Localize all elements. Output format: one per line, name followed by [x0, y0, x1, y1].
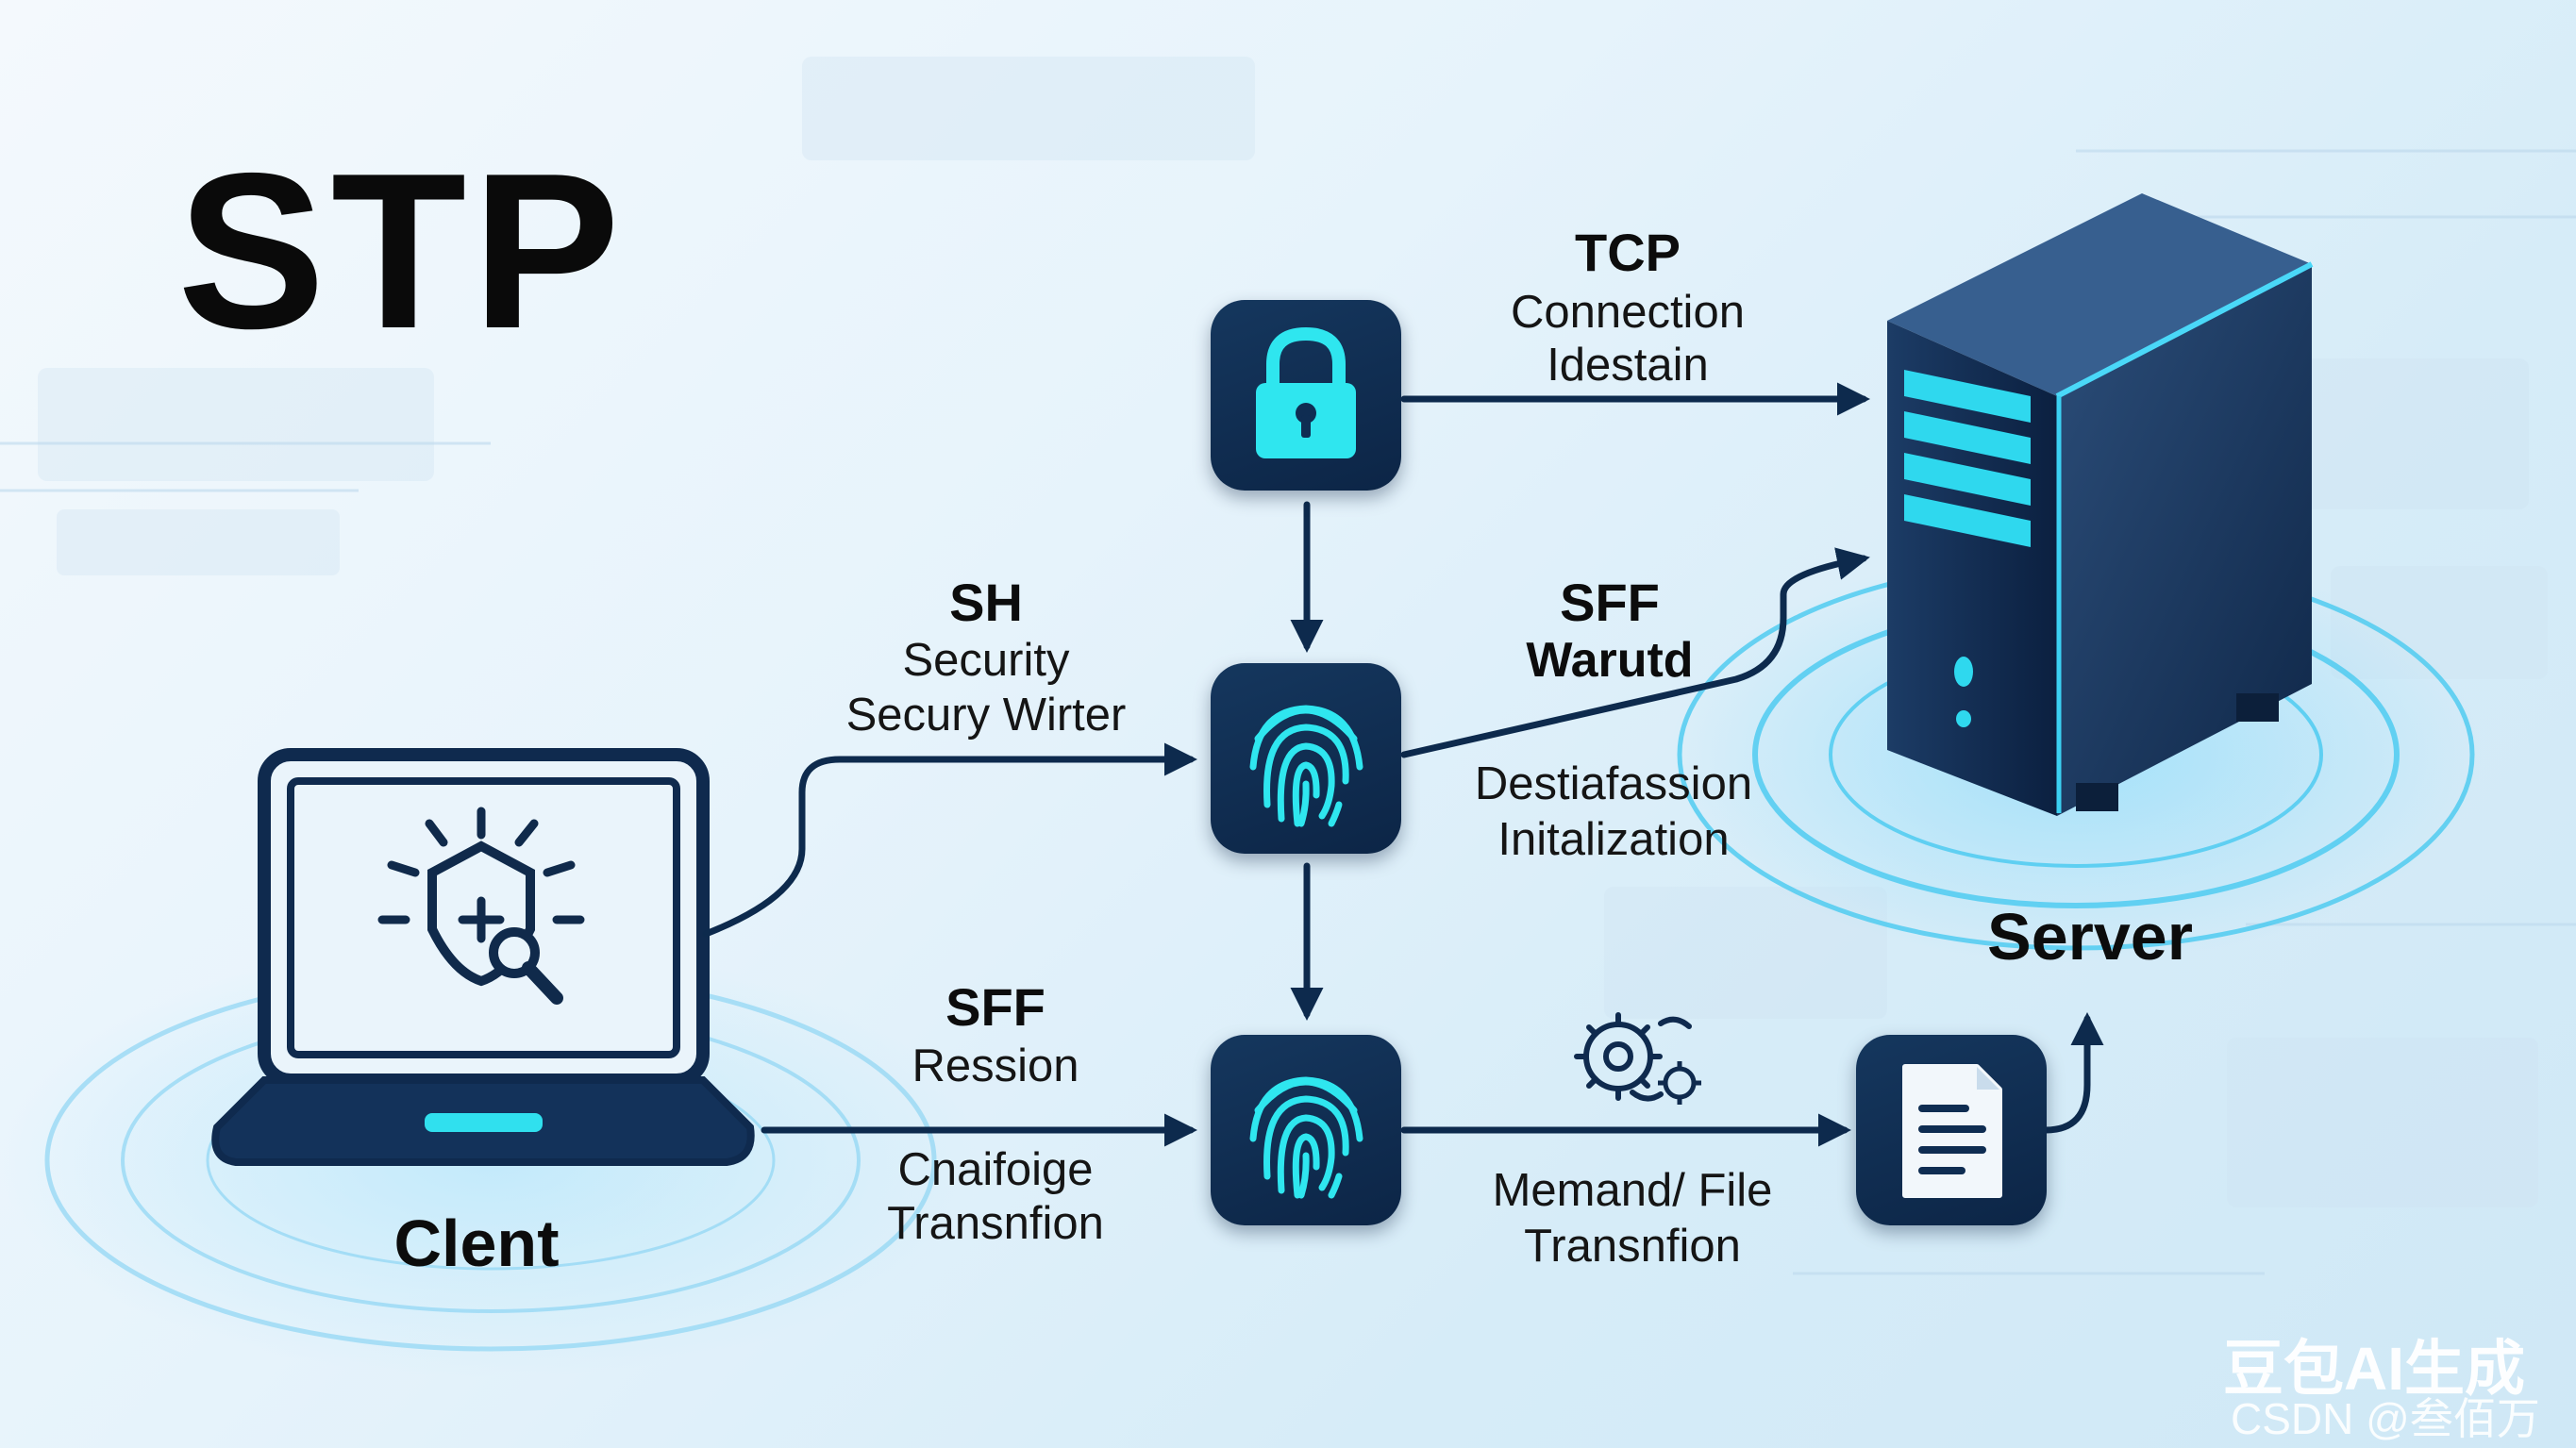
arrow-fp1-to-server: [1400, 547, 1870, 758]
tcp-label-title: TCP: [1575, 223, 1681, 282]
arrow-client-to-fp1: [702, 742, 1197, 938]
client-label: Clent: [393, 1207, 560, 1280]
watermark-ai: 豆包AI生成: [2223, 1335, 2525, 1403]
destination-label-line2: Initalization: [1497, 814, 1730, 865]
server-label: Server: [1987, 900, 2193, 974]
transfer-right-label-line2: Transnfion: [1524, 1221, 1741, 1272]
transfer-left-label-line1: Cnaifoige: [897, 1144, 1094, 1195]
sff-top-label-line1: Warutd: [1526, 633, 1694, 688]
sff-bottom-label-title: SFF: [945, 977, 1045, 1037]
transfer-left-label-line2: Transnfion: [887, 1198, 1104, 1249]
transfer-right-label-line1: Memand/ File: [1492, 1165, 1773, 1216]
diagram-title: STP: [177, 126, 627, 374]
fingerprint-icon: [1249, 1076, 1363, 1199]
lock-icon: [1256, 326, 1356, 458]
document-node: [1856, 1035, 2047, 1225]
tcp-label-line1: Connection: [1511, 287, 1745, 338]
document-icon: [1902, 1064, 2002, 1198]
sh-label-line2: Secury Wirter: [845, 690, 1127, 741]
fingerprint-icon: [1249, 705, 1363, 827]
sh-label-title: SH: [949, 573, 1023, 632]
sff-bottom-label-line1: Ression: [912, 1040, 1079, 1091]
tcp-label-line2: Idestain: [1547, 340, 1709, 391]
fingerprint-node-2: [1211, 1035, 1401, 1225]
fingerprint-node-1: [1211, 663, 1401, 854]
watermark-csdn: CSDN @叁佰万: [2231, 1394, 2540, 1443]
destination-label-line1: Destiafassion: [1474, 758, 1753, 809]
lock-node: [1211, 300, 1401, 491]
sff-top-label-title: SFF: [1560, 573, 1660, 632]
shield-search-icon: [377, 807, 585, 1005]
arrow-doc-to-server: [2042, 1012, 2104, 1134]
sh-label-line1: Security: [902, 635, 1070, 686]
